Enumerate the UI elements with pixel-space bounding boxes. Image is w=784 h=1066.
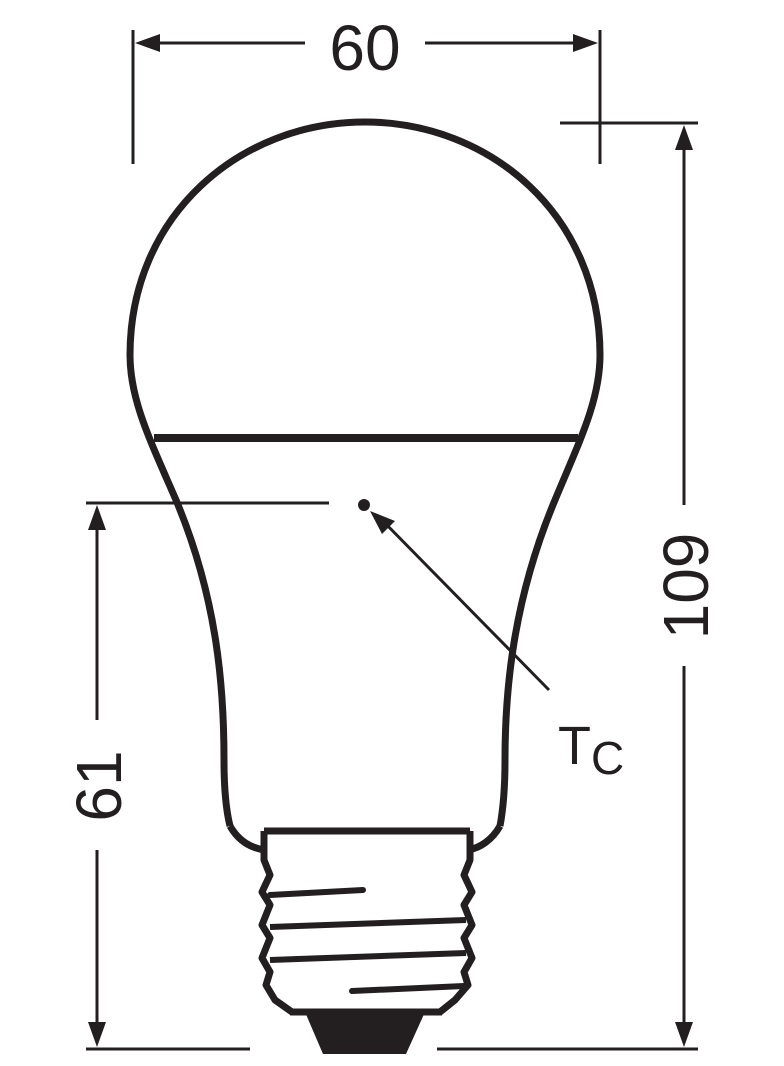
thread-line-2 <box>269 917 467 930</box>
arrowhead-right-icon <box>573 34 598 52</box>
arrowhead-up-icon <box>675 125 693 150</box>
bulb-neck-left <box>226 824 266 854</box>
base-left-thread <box>258 831 295 1015</box>
tc-leader-line <box>378 516 551 692</box>
tc-label-main: T <box>558 716 591 776</box>
height-dimension-label: 109 <box>650 533 722 640</box>
arrowhead-down-icon <box>675 1022 693 1047</box>
thread-line-4 <box>349 983 467 994</box>
arrowhead-left-icon <box>135 34 160 52</box>
tc-arrowhead-icon <box>370 511 395 534</box>
tc-height-dimension-label: 61 <box>63 750 135 821</box>
thread-line-1 <box>267 887 366 898</box>
arrowhead-down-icon <box>88 1022 106 1047</box>
thread-line-3 <box>269 950 467 963</box>
width-dimension-label: 60 <box>329 12 400 84</box>
tc-label: TC <box>558 716 624 784</box>
arrowhead-up-icon <box>88 505 106 530</box>
bulb-glass-outline <box>126 118 604 827</box>
tc-measurement-point <box>358 499 370 511</box>
tc-label-subscript: C <box>591 732 624 784</box>
base-contact-tip <box>305 1012 425 1054</box>
